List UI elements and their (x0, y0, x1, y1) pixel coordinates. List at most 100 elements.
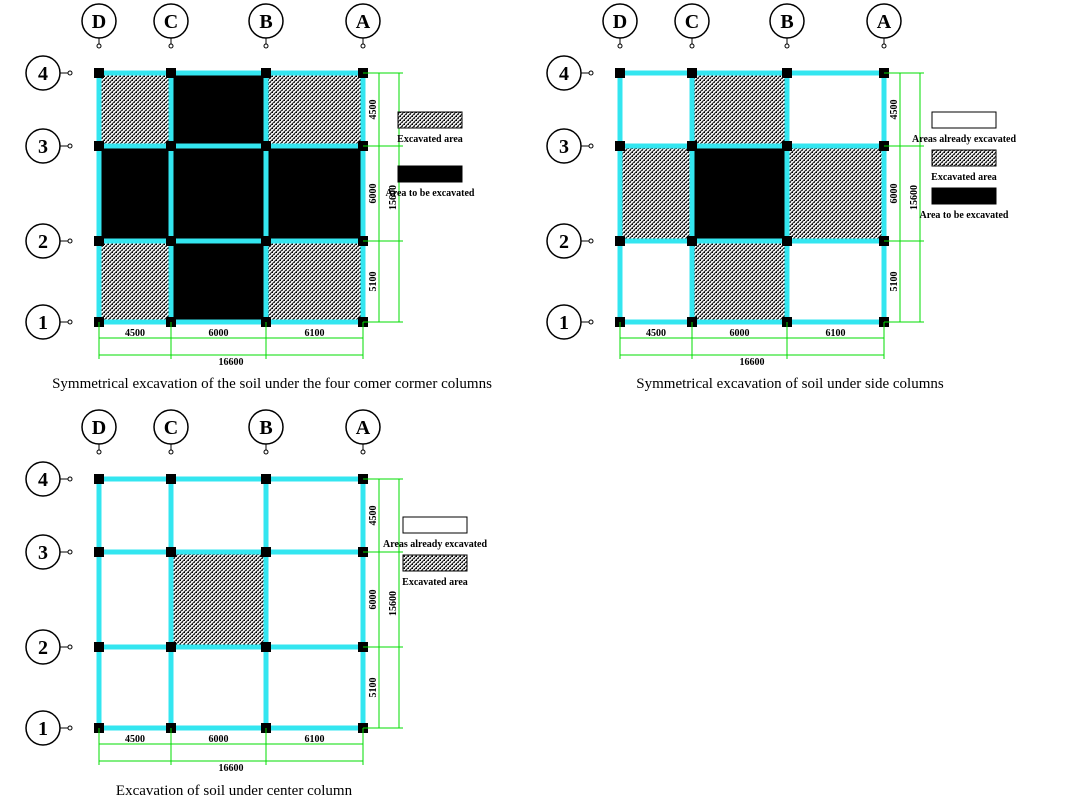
axis-leader-dot (168, 43, 174, 49)
axis-label-D: D (92, 11, 106, 33)
axis-bubble (81, 3, 117, 39)
dim-span-y: 4500 (368, 506, 379, 526)
column-square (94, 141, 104, 151)
cell-white (99, 647, 171, 728)
axis-leader-dot (67, 549, 73, 555)
cell-hatch (787, 146, 884, 241)
axis-bubble (153, 3, 189, 39)
axis-label-1: 1 (38, 718, 48, 740)
axis-bubble (248, 3, 284, 39)
legend-swatch-already (931, 111, 997, 129)
cell-white (620, 241, 692, 322)
cell-hatch (99, 73, 171, 146)
axis-bubble (769, 3, 805, 39)
axis-bubble (81, 409, 117, 445)
cell-black (692, 146, 787, 241)
column-square (261, 236, 271, 246)
axis-label-2: 2 (38, 637, 48, 659)
legend-swatch-excavated (397, 111, 463, 129)
axis-bubble (546, 128, 582, 164)
axis-bubble (602, 3, 638, 39)
axis-leader-dot (67, 644, 73, 650)
legend-swatch-already (402, 516, 468, 534)
column-square (166, 141, 176, 151)
cell-hatch (99, 241, 171, 322)
axis-leader-dot (360, 43, 366, 49)
legend-swatch-excavated (931, 149, 997, 167)
column-square (261, 642, 271, 652)
column-square (94, 236, 104, 246)
axis-label-1: 1 (38, 312, 48, 334)
axis-label-A: A (877, 11, 892, 33)
dim-span-y: 4500 (889, 100, 900, 120)
axis-label-D: D (92, 417, 106, 439)
axis-bubble (546, 55, 582, 91)
axis-leader-dot (67, 725, 73, 731)
column-square (615, 236, 625, 246)
axis-bubble (674, 3, 710, 39)
axis-bubble (546, 223, 582, 259)
dim-total-x: 16600 (219, 763, 244, 774)
column-square (615, 68, 625, 78)
dim-span-y: 6000 (368, 590, 379, 610)
dim-span-x: 6100 (305, 734, 325, 745)
cell-white (787, 73, 884, 146)
legend-label-already: Areas already excavated (383, 539, 487, 550)
dim-span-x: 6100 (826, 328, 846, 339)
axis-bubble (25, 534, 61, 570)
dim-span-x: 4500 (125, 328, 145, 339)
dim-span-x: 6000 (209, 734, 229, 745)
axis-leader-dot (67, 70, 73, 76)
cell-hatch (266, 73, 363, 146)
axis-bubble (248, 409, 284, 445)
column-square (687, 141, 697, 151)
axis-label-3: 3 (38, 542, 48, 564)
dim-span-y: 5100 (368, 272, 379, 292)
cell-white (620, 73, 692, 146)
column-square (94, 547, 104, 557)
legend-label-already: Areas already excavated (912, 134, 1016, 145)
column-square (166, 642, 176, 652)
cell-white (787, 241, 884, 322)
dim-span-x: 6000 (730, 328, 750, 339)
column-square (615, 141, 625, 151)
axis-label-A: A (356, 417, 371, 439)
column-square (261, 68, 271, 78)
legend-swatch-excavated (402, 554, 468, 572)
axis-leader-dot (67, 319, 73, 325)
axis-bubble (25, 55, 61, 91)
column-square (782, 141, 792, 151)
axis-leader-dot (588, 238, 594, 244)
panel-caption: Symmetrical excavation of the soil under… (52, 376, 492, 392)
legend-label-to_be: Area to be excavated (386, 188, 475, 199)
legend-label-excavated: Excavated area (931, 172, 997, 183)
column-square (687, 236, 697, 246)
axis-label-2: 2 (38, 231, 48, 253)
cell-white (171, 647, 266, 728)
axis-bubble (25, 304, 61, 340)
dim-span-y: 5100 (368, 678, 379, 698)
axis-label-2: 2 (559, 231, 569, 253)
axis-label-B: B (259, 11, 272, 33)
cell-black (99, 146, 171, 241)
axis-label-1: 1 (559, 312, 569, 334)
panel-caption: Symmetrical excavation of soil under sid… (636, 376, 944, 392)
cell-black (171, 241, 266, 322)
axis-leader-dot (617, 43, 623, 49)
column-square (94, 642, 104, 652)
cell-hatch (266, 241, 363, 322)
axis-leader-dot (588, 70, 594, 76)
axis-leader-dot (588, 143, 594, 149)
cell-black (266, 146, 363, 241)
cell-hatch (692, 73, 787, 146)
axis-bubble (25, 223, 61, 259)
axis-leader-dot (263, 449, 269, 455)
axis-bubble (25, 461, 61, 497)
axis-label-C: C (164, 11, 178, 33)
column-square (166, 68, 176, 78)
dim-span-y: 6000 (889, 184, 900, 204)
